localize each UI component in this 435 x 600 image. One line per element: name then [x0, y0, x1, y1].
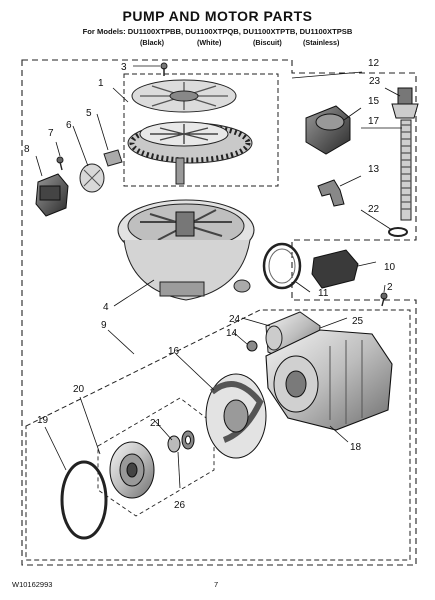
callout-11: 11	[318, 288, 329, 299]
motor-group-outline	[25, 309, 411, 561]
valve-23	[391, 87, 419, 119]
bracket-13	[317, 179, 345, 207]
gasket-ring-19	[60, 460, 108, 540]
callout-8: 8	[24, 144, 30, 155]
callout-19: 19	[37, 415, 49, 426]
callout-18: 18	[350, 442, 362, 453]
variant-stainless: (Stainless)	[303, 38, 340, 47]
chopper-gear	[127, 121, 253, 185]
callout-26: 26	[174, 500, 186, 511]
sensor-housing-8	[35, 173, 69, 217]
motor-18	[265, 329, 393, 431]
nut-14	[246, 340, 258, 352]
leader-lines	[35, 65, 402, 489]
callout-17: 17	[368, 116, 380, 127]
seal-ring-11	[262, 242, 302, 290]
screw-2	[380, 292, 388, 307]
callout-10: 10	[384, 262, 396, 273]
seal-21	[167, 430, 195, 453]
callout-21: 21	[150, 418, 162, 429]
page-title: PUMP AND MOTOR PARTS	[122, 8, 313, 24]
seal-kit-outline	[97, 397, 215, 517]
page-number: 7	[214, 580, 219, 589]
callout-16: 16	[168, 346, 180, 357]
callout-20: 20	[73, 384, 85, 395]
callout-9: 9	[101, 320, 107, 331]
callout-24: 24	[229, 314, 241, 325]
callout-15: 15	[368, 96, 380, 107]
callout-2: 2	[387, 282, 393, 293]
callout-23: 23	[369, 76, 381, 87]
clip-5	[103, 149, 123, 167]
callout-14: 14	[226, 328, 238, 339]
cover-10	[311, 249, 359, 289]
clamp-22	[388, 227, 408, 237]
diverter-motor-15	[305, 105, 351, 155]
impeller-group-outline	[123, 73, 279, 187]
pulley-20	[109, 441, 155, 499]
pump-housing-4	[117, 199, 255, 301]
callout-22: 22	[368, 204, 380, 215]
variant-biscuit: (Biscuit)	[253, 38, 282, 47]
impeller-plate	[131, 79, 237, 113]
screw-7	[56, 156, 64, 171]
callout-12: 12	[368, 58, 380, 69]
callout-1: 1	[98, 78, 104, 89]
callout-5: 5	[86, 108, 92, 119]
callout-25: 25	[352, 316, 364, 327]
impeller-housing-16	[205, 373, 267, 459]
filter-disk-6	[79, 163, 105, 193]
variant-black: (Black)	[140, 38, 164, 47]
callout-6: 6	[66, 120, 72, 131]
callout-13: 13	[368, 164, 380, 175]
models-line: For Models: DU1100XTPBB, DU1100XTPQB, DU…	[82, 27, 353, 36]
variant-white: (White)	[197, 38, 222, 47]
document-number: W10162993	[12, 580, 53, 589]
callout-3: 3	[121, 62, 127, 73]
callout-7: 7	[48, 128, 54, 139]
hose-17	[400, 119, 412, 221]
callout-4: 4	[103, 302, 109, 313]
screw-3	[160, 62, 168, 76]
